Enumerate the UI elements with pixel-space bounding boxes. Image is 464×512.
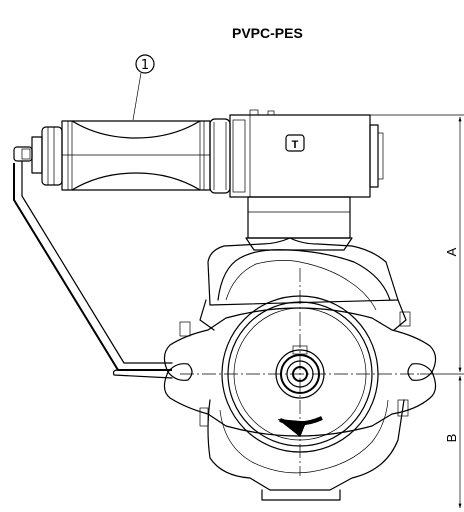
dimension-a-label: A — [444, 247, 459, 256]
callout-balloon: 1 — [132, 54, 155, 121]
valve-block: T — [229, 109, 384, 198]
control-tube — [13, 160, 173, 379]
callout-number: 1 — [141, 58, 149, 73]
dimension-b-label: B — [444, 434, 459, 443]
tag-label: T — [292, 139, 299, 151]
center-lines — [180, 268, 422, 476]
solenoid-coil — [13, 118, 231, 194]
dimension-lines: A B — [240, 114, 464, 509]
drawing-title: PVPC-PES — [232, 25, 303, 41]
adapter-flange — [245, 196, 353, 251]
